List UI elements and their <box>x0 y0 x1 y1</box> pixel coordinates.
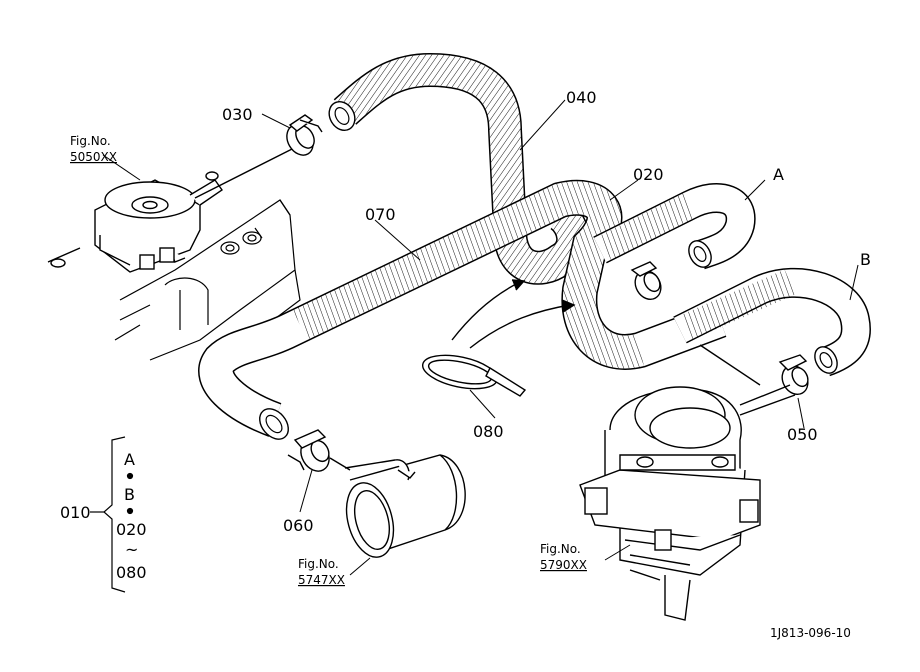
fig-ref-5050: 5050XX <box>70 150 117 164</box>
tie-band-080 <box>421 354 527 397</box>
callout-b: B <box>860 250 871 269</box>
hose-b-branch <box>673 267 871 377</box>
kit-line-080: 080 <box>116 563 147 582</box>
callout-030: 030 <box>222 105 253 124</box>
hose-clamp-050 <box>778 354 809 396</box>
callout-080: 080 <box>473 422 504 441</box>
kit-line-a: A <box>124 450 135 469</box>
hose-clamp-030 <box>286 114 323 156</box>
hose-clamp-020 <box>630 261 662 301</box>
fig-ref-5790: 5790XX <box>540 558 587 572</box>
air-pump-5790 <box>579 344 796 621</box>
callout-070: 070 <box>365 205 396 224</box>
kit-line-tilde: ~ <box>125 540 138 559</box>
callout-010: 010 <box>60 503 91 522</box>
fig-prefix-5747: Fig.No. <box>298 557 339 571</box>
fig-prefix-5050: Fig.No. <box>70 134 111 148</box>
callout-060: 060 <box>283 516 314 535</box>
hose-040 <box>328 52 591 285</box>
engine-block <box>114 199 301 361</box>
callout-050: 050 <box>787 425 818 444</box>
drawing-code: 1J813-096-10 <box>770 626 851 640</box>
air-cleaner-5747 <box>329 454 466 558</box>
fig-prefix-5790: Fig.No. <box>540 542 581 556</box>
callout-020: 020 <box>633 165 664 184</box>
routing-arrows <box>451 279 576 349</box>
hose-070 <box>198 179 727 440</box>
kit-line-b: B <box>124 485 135 504</box>
fig-ref-5747: 5747XX <box>298 573 345 587</box>
hose-020 <box>593 183 756 270</box>
callout-a: A <box>773 165 784 184</box>
vacuum-pump-5050 <box>47 144 301 273</box>
kit-line-020: 020 <box>116 520 147 539</box>
leader-lines <box>102 99 859 576</box>
callout-040: 040 <box>566 88 597 107</box>
hose-clamp-060 <box>287 429 330 472</box>
kit-bracket <box>90 436 134 593</box>
